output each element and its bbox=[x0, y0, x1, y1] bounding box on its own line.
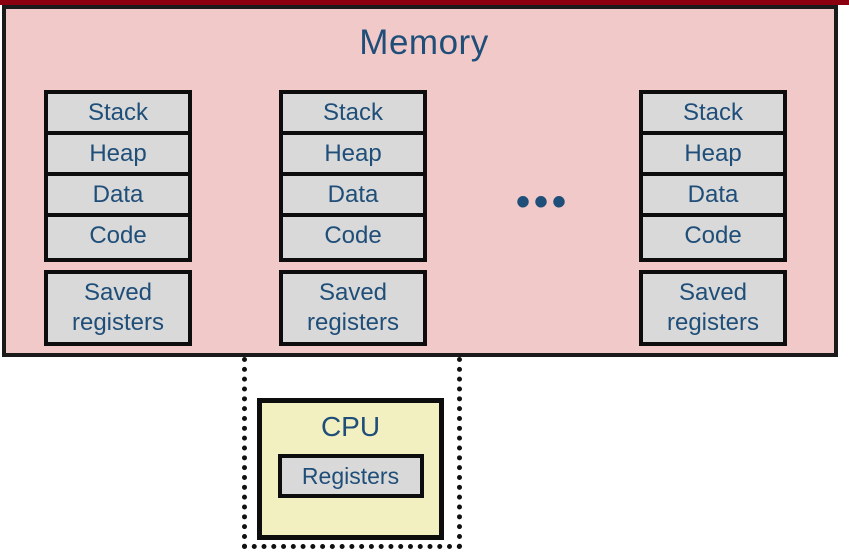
segment-heap: Heap bbox=[283, 135, 423, 176]
process-n-segments: Stack Heap Data Code bbox=[639, 90, 787, 262]
segment-stack: Stack bbox=[283, 94, 423, 135]
segment-code: Code bbox=[643, 217, 783, 258]
memory-region: Memory Stack Heap Data Code Saved regist… bbox=[2, 5, 838, 357]
cpu-region: CPU Registers bbox=[257, 398, 444, 540]
top-rule-decoration bbox=[0, 0, 849, 5]
segment-code: Code bbox=[48, 217, 188, 258]
cpu-registers-box: Registers bbox=[277, 454, 424, 498]
saved-registers-line1: Saved bbox=[318, 279, 388, 306]
cpu-title: CPU bbox=[320, 411, 381, 442]
process-n-saved-registers: Saved registers bbox=[639, 270, 787, 346]
ellipsis-more-processes: ••• bbox=[515, 180, 570, 224]
segment-stack: Stack bbox=[48, 94, 188, 135]
process-column-n: Stack Heap Data Code Saved registers bbox=[639, 90, 787, 346]
saved-registers-line2: registers bbox=[71, 309, 165, 336]
saved-registers-line2: registers bbox=[666, 309, 760, 336]
saved-registers-line2: registers bbox=[306, 309, 400, 336]
segment-stack: Stack bbox=[643, 94, 783, 135]
saved-registers-line1: Saved bbox=[83, 279, 153, 306]
segment-heap: Heap bbox=[48, 135, 188, 176]
memory-title: Memory bbox=[359, 23, 489, 62]
process-1-segments: Stack Heap Data Code bbox=[44, 90, 192, 262]
segment-heap: Heap bbox=[643, 135, 783, 176]
segment-data: Data bbox=[643, 176, 783, 217]
process-column-1: Stack Heap Data Code Saved registers bbox=[44, 90, 192, 346]
segment-data: Data bbox=[48, 176, 188, 217]
segment-code: Code bbox=[283, 217, 423, 258]
process-2-segments: Stack Heap Data Code bbox=[279, 90, 427, 262]
process-2-saved-registers: Saved registers bbox=[279, 270, 427, 346]
process-column-2: Stack Heap Data Code Saved registers bbox=[279, 90, 427, 346]
cpu-memory-bus-frame bbox=[242, 357, 462, 549]
saved-registers-line1: Saved bbox=[678, 279, 748, 306]
process-1-saved-registers: Saved registers bbox=[44, 270, 192, 346]
segment-data: Data bbox=[283, 176, 423, 217]
